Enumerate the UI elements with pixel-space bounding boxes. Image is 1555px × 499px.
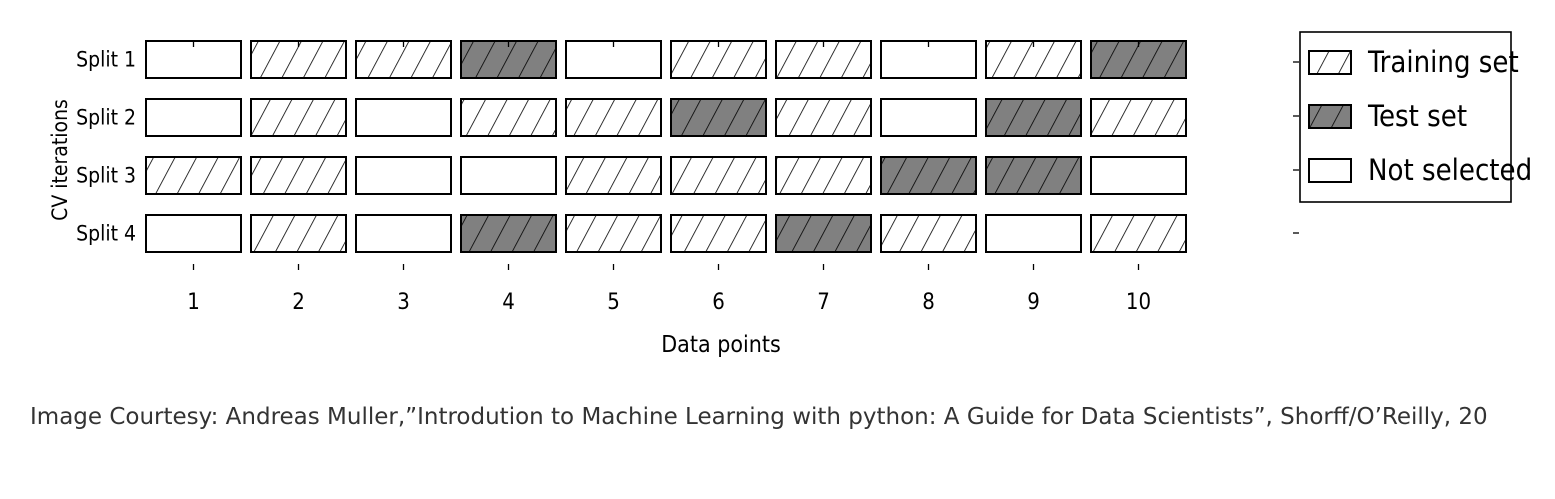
x-tick-label: 9 (1027, 290, 1040, 315)
cell-not (880, 40, 977, 79)
cell-not (1090, 156, 1187, 195)
split-label: Split 4 (76, 222, 136, 246)
x-tick-label: 6 (712, 290, 725, 315)
cell-train (880, 214, 977, 253)
legend-swatch-not (1308, 158, 1352, 183)
cell-train (565, 98, 662, 137)
x-tick-label: 8 (922, 290, 935, 315)
x-tick-label: 2 (292, 290, 305, 315)
cell-not (355, 156, 452, 195)
cell-train (670, 214, 767, 253)
cell-train (565, 156, 662, 195)
x-tick-label: 4 (502, 290, 515, 315)
cell-train (250, 40, 347, 79)
cell-not (355, 214, 452, 253)
cell-train (670, 156, 767, 195)
cell-train (985, 40, 1082, 79)
cell-not (355, 98, 452, 137)
x-tick-label: 5 (607, 290, 620, 315)
cell-train (250, 214, 347, 253)
split-label: Split 2 (76, 106, 136, 130)
cell-train (250, 156, 347, 195)
cell-test (985, 98, 1082, 137)
x-tick-label: 10 (1126, 290, 1151, 315)
legend-swatch-test (1308, 104, 1352, 129)
legend-swatch-train (1308, 50, 1352, 75)
cell-test (460, 214, 557, 253)
legend-label: Test set (1367, 99, 1467, 133)
legend-label: Training set (1367, 45, 1519, 79)
cell-not (565, 40, 662, 79)
x-axis-label: Data points (661, 332, 781, 358)
cv-split-chart: CV iterations Split 1 Split 2 Split 3 Split… (48, 31, 1532, 358)
x-tick-label: 3 (397, 290, 410, 315)
legend-label: Not selected (1368, 153, 1532, 187)
cell-train (1090, 214, 1187, 253)
cell-train (1090, 98, 1187, 137)
cell-test (985, 156, 1082, 195)
cell-train (775, 156, 872, 195)
split-label: Split 3 (76, 164, 136, 188)
cell-not (145, 214, 242, 253)
cell-not (145, 40, 242, 79)
cell-not (985, 214, 1082, 253)
cell-test (670, 98, 767, 137)
cell-train (565, 214, 662, 253)
image-caption: Image Courtesy: Andreas Muller,”Introdut… (30, 404, 1488, 430)
cell-train (250, 98, 347, 137)
cell-not (145, 98, 242, 137)
x-tick-label: 7 (817, 290, 830, 315)
x-tick-label: 1 (187, 290, 200, 315)
cell-train (775, 98, 872, 137)
cell-not (880, 98, 977, 137)
cell-train (460, 98, 557, 137)
cell-test (460, 40, 557, 79)
split-label: Split 1 (76, 48, 136, 72)
cell-not (460, 156, 557, 195)
y-axis-label: CV iterations (48, 99, 72, 221)
cell-train (670, 40, 767, 79)
cell-test (880, 156, 977, 195)
cell-train (775, 40, 872, 79)
cell-train (355, 40, 452, 79)
cell-train (145, 156, 242, 195)
cell-test (775, 214, 872, 253)
cell-test (1090, 40, 1187, 79)
